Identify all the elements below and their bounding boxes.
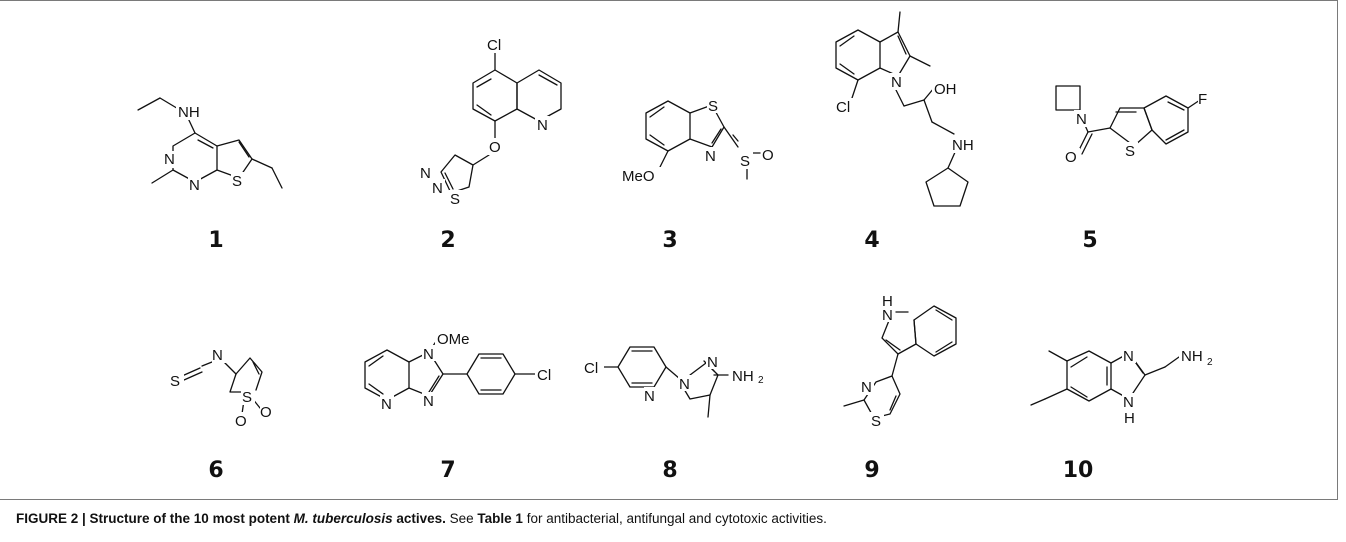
atom-label: N [420, 165, 431, 182]
atom-label: S [708, 98, 718, 115]
atom-label: N [423, 346, 434, 363]
atom-label: O [235, 413, 247, 430]
figure-frame [0, 0, 1338, 500]
atom-label: N [882, 307, 893, 324]
atom-label: N [707, 354, 718, 371]
atom-label: N [432, 180, 443, 197]
atom-label: NH [952, 137, 974, 154]
atom-label: F [1198, 91, 1207, 108]
structure-compound-4: N OH Cl NH [834, 11, 976, 207]
atom-label: N [212, 347, 223, 364]
caption-text: See [445, 511, 478, 526]
atom-label: N [381, 396, 392, 413]
figure-caption: FIGURE 2 | Structure of the 10 most pote… [16, 511, 1336, 526]
atom-label: NH [178, 104, 200, 121]
atom-label: OMe [437, 331, 470, 348]
atom-label: S [232, 173, 242, 190]
atom-label: N [679, 376, 690, 393]
structure-compound-3: S N MeO S O [622, 97, 776, 185]
structure-compound-5: N O S F [1055, 85, 1210, 166]
caption-text-end: for antibacterial, antifungal and cytoto… [522, 511, 827, 526]
atom-label: N [644, 388, 655, 405]
atom-label: Cl [836, 99, 850, 116]
structure-compound-2: Cl N O N N S [419, 35, 562, 208]
atom-label: NH [1181, 348, 1203, 365]
atom-label: Cl [487, 37, 501, 54]
atom-label: NH [732, 368, 754, 385]
atom-label: N [1123, 394, 1134, 411]
figure-label: FIGURE 2 | [16, 511, 90, 526]
compound-number: 6 [208, 458, 224, 483]
compound-number: 1 [208, 228, 224, 253]
structure-compound-6: S N S O O [168, 346, 274, 430]
caption-title: Structure of the 10 most potent [89, 511, 294, 526]
atom-label: O [1065, 149, 1077, 166]
atom-label: MeO [622, 168, 655, 185]
atom-label: N [423, 393, 434, 410]
atom-label: S [1125, 143, 1135, 160]
atom-label: O [762, 147, 774, 164]
structure-compound-7: OMe N N N Cl [364, 330, 557, 413]
atom-label: N [537, 117, 548, 134]
compound-number: 8 [662, 458, 678, 483]
structure-compound-9: H N N S [843, 292, 957, 430]
atom-label: N [705, 148, 716, 165]
compound-number: 7 [440, 458, 456, 483]
atom-label: N [1123, 348, 1134, 365]
atom-label: N [164, 151, 175, 168]
atom-label: N [1076, 111, 1087, 128]
atom-label: Cl [584, 360, 598, 377]
compound-number: 4 [864, 228, 880, 253]
structure-compound-1: NH N N S [137, 97, 283, 194]
atom-subscript: 2 [758, 375, 764, 386]
atom-label: S [740, 153, 750, 170]
structure-compound-10: N NH 2 N H [1030, 347, 1213, 427]
atom-label: N [861, 379, 872, 396]
atom-label: N [189, 177, 200, 194]
compound-number: 10 [1062, 458, 1094, 483]
caption-title-end: actives. [392, 511, 446, 526]
atom-label: O [489, 139, 501, 156]
atom-label: S [450, 191, 460, 208]
compound-number: 5 [1082, 228, 1098, 253]
atom-subscript: 2 [1207, 357, 1213, 368]
atom-label: N [891, 74, 902, 91]
atom-label: H [1124, 410, 1135, 427]
atom-label: Cl [537, 367, 551, 384]
caption-organism: M. tuberculosis [293, 511, 393, 526]
atom-label: S [871, 413, 881, 430]
compound-number: 2 [440, 228, 456, 253]
atom-label: H [882, 293, 893, 310]
atom-label: S [242, 389, 252, 406]
atom-label: S [170, 373, 180, 390]
compound-number: 3 [662, 228, 678, 253]
structure-compound-8: Cl N N N NH 2 [582, 346, 766, 418]
atom-label: O [260, 404, 272, 421]
table-reference-link[interactable]: Table 1 [477, 511, 523, 526]
atom-label: OH [934, 81, 957, 98]
compound-number: 9 [864, 458, 880, 483]
